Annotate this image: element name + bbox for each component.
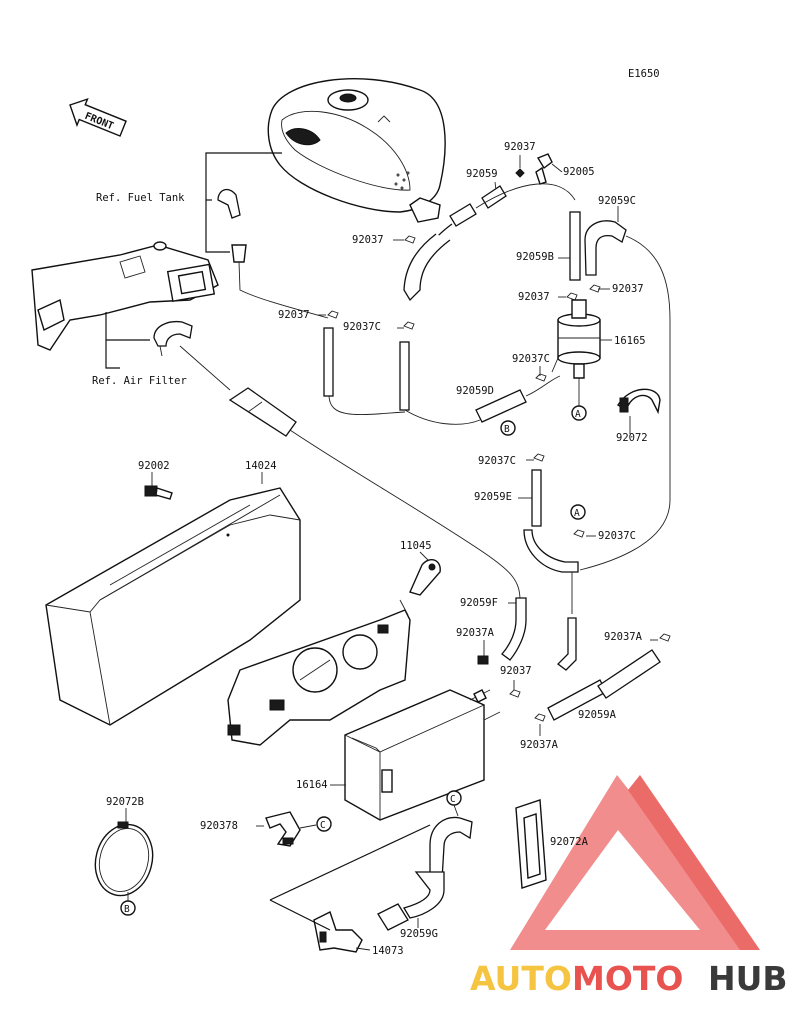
watermark-text: AUTO MOTO HUB <box>470 959 788 998</box>
part-92059B: 92059B <box>516 251 554 263</box>
ref-air-filter-label: Ref. Air Filter <box>92 375 187 387</box>
connector-14073 <box>313 911 363 953</box>
part-14024: 14024 <box>245 460 277 472</box>
bolt-92002 <box>144 485 173 500</box>
part-92059E: 92059E <box>474 491 512 503</box>
svg-text:MOTO: MOTO <box>572 959 683 998</box>
part-92037-tank: 92037 <box>352 234 384 246</box>
part-92059A: 92059A <box>578 709 617 721</box>
part-92072B: 92072B <box>106 796 144 808</box>
part-92072: 92072 <box>616 432 648 444</box>
part-920378: 920378 <box>200 820 238 832</box>
part-16165: 16165 <box>614 335 646 347</box>
canister-16164 <box>344 689 501 821</box>
part-92059G: 92059G <box>400 928 438 940</box>
marker-b-2: B <box>124 904 130 915</box>
clamp-92072A <box>515 799 547 889</box>
part-92037C-4: 92037C <box>598 530 636 542</box>
part-92059: 92059 <box>466 168 498 180</box>
marker-c-1: C <box>450 794 456 805</box>
part-92037C-3: 92037C <box>478 455 516 467</box>
svg-text:AUTO: AUTO <box>470 959 572 998</box>
ring-clamp-92072B <box>94 821 154 897</box>
fuel-tank <box>267 78 446 223</box>
watermark-logo <box>510 775 760 950</box>
part-14073: 14073 <box>372 945 404 957</box>
part-92037-mid: 92037 <box>500 665 532 677</box>
part-92002: 92002 <box>138 460 170 472</box>
part-92037-top: 92037 <box>504 141 536 153</box>
clip-920378 <box>265 811 301 847</box>
svg-text:HUB: HUB <box>708 959 788 998</box>
cover-14024 <box>45 487 301 726</box>
diagram-code: E1650 <box>628 68 660 80</box>
part-92059D: 92059D <box>456 385 494 397</box>
front-arrow-icon: FRONT <box>69 97 127 137</box>
part-92059F: 92059F <box>460 597 498 609</box>
marker-a-2: A <box>574 508 580 519</box>
part-92037-right: 92037 <box>612 283 644 295</box>
ref-fuel-tank-label: Ref. Fuel Tank <box>96 192 185 204</box>
part-92037A-3: 92037A <box>520 739 559 751</box>
part-92037-hose: 92037 <box>278 309 310 321</box>
marker-b-1: B <box>504 424 510 435</box>
part-92037A-1: 92037A <box>456 627 495 639</box>
part-92037C-1: 92037C <box>343 321 381 333</box>
part-92005: 92005 <box>563 166 595 178</box>
part-92037C-2: 92037C <box>512 353 550 365</box>
fuel-filter-16165 <box>557 299 601 379</box>
part-92037-left: 92037 <box>518 291 550 303</box>
part-92037A-2: 92037A <box>604 631 643 643</box>
clip-92072 <box>617 388 661 415</box>
part-92059C: 92059C <box>598 195 636 207</box>
part-11045: 11045 <box>400 540 432 552</box>
marker-a-1: A <box>575 409 581 420</box>
part-92072A: 92072A <box>550 836 589 848</box>
bracket-11045 <box>227 558 441 746</box>
air-filter-housing <box>31 241 219 351</box>
part-16164: 16164 <box>296 779 328 791</box>
marker-c-2: C <box>320 820 326 831</box>
